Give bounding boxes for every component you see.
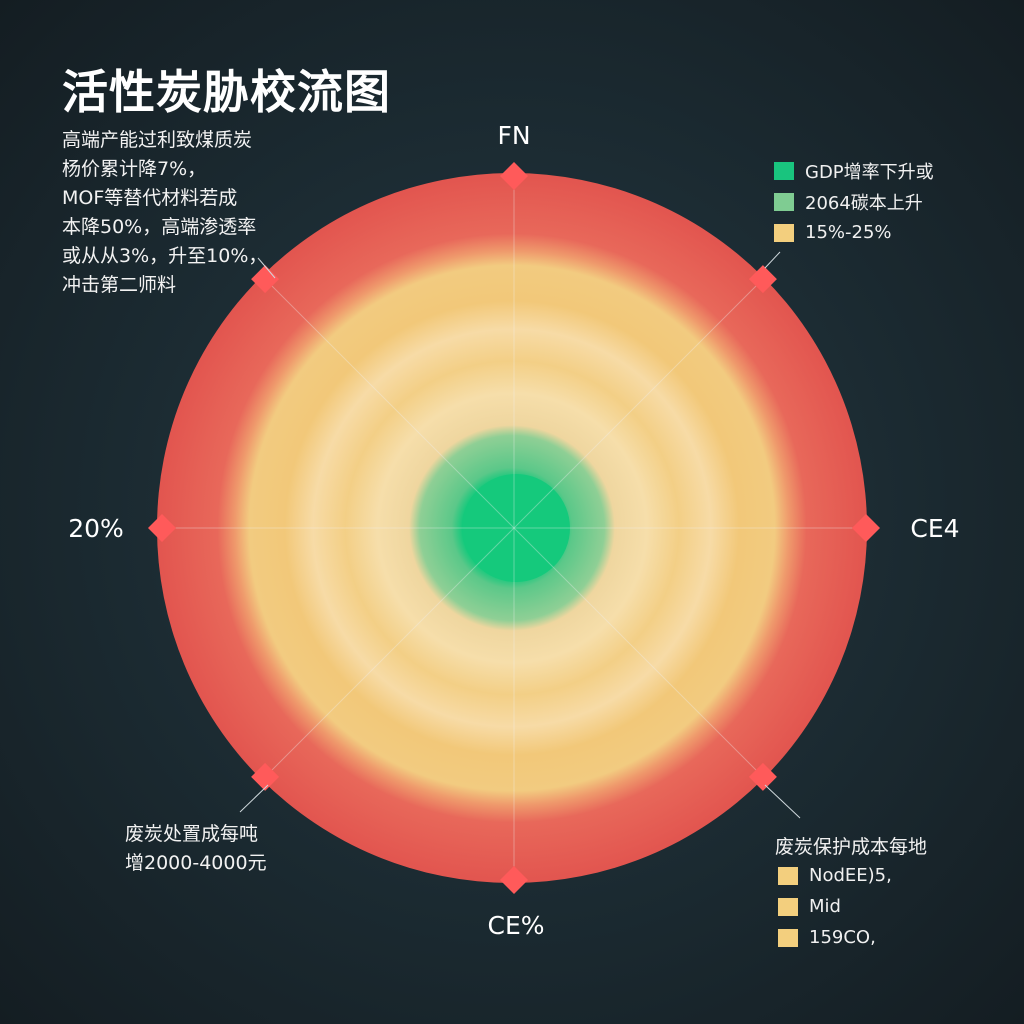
diamond-marker [500,866,528,894]
spoke-line [513,278,764,529]
note-top-left: 高端产能过利致煤质炭 杨价累计降7%， MOF等替代材料若成 本降50%，高端渗… [62,129,268,296]
legend-label: 15%-25% [805,222,892,243]
leader-line-bottom-right [764,784,801,819]
legend-bottom-right: 废炭保护成本每地 NodEE)5, Mid 159CO, [775,830,928,953]
diamond-marker [748,762,777,791]
legend-label: Mid [809,896,841,917]
diamond-marker [852,514,880,542]
chart-title: 活性炭胁校流图 [62,65,391,119]
diamond-marker [251,762,280,791]
legend-swatch [774,161,794,180]
leader-line-top-right [764,251,781,269]
diamond-marker [251,265,280,294]
legend-label: NodEE)5, [809,865,892,886]
legend-swatch [778,866,798,885]
leader-line-bottom-left [239,784,269,813]
legend-item: 2064碳本上升 [774,186,934,217]
legend-top-right: GDP增率下升或 2064碳本上升 15%-25% [774,155,934,248]
spoke-line [513,527,764,778]
axis-label-right: CE4 [910,514,959,543]
markers [148,162,880,894]
axis-label-bottom: CE% [487,911,544,940]
legend-label: 2064碳本上升 [805,192,923,214]
legend-label: 159CO, [809,927,876,948]
axis-label-left: 20% [68,514,124,543]
legend-label: GDP增率下升或 [805,161,934,183]
legend-swatch [778,897,798,916]
legend-item: 15%-25% [774,217,934,248]
leader-line-top-left [257,257,276,279]
legend-swatch [774,223,794,242]
legend-item: GDP增率下升或 [774,155,934,186]
spokes [162,176,866,880]
axis-label-top: FN [497,121,530,150]
legend-swatch [774,192,794,211]
legend-swatch [778,928,798,947]
legend-item: NodEE)5, [778,860,927,891]
diamond-marker [148,514,176,542]
note-bottom-left: 废炭处置成每吨 增2000-4000元 [125,823,267,874]
legend-heading: 废炭保护成本每地 [775,835,928,858]
spoke-line [264,527,515,778]
risk-core [462,474,570,582]
spoke-line [264,278,515,529]
diamond-marker [500,162,528,190]
diamond-marker [748,265,777,294]
legend-item: Mid [778,891,927,922]
legend-item: 159CO, [778,922,927,953]
